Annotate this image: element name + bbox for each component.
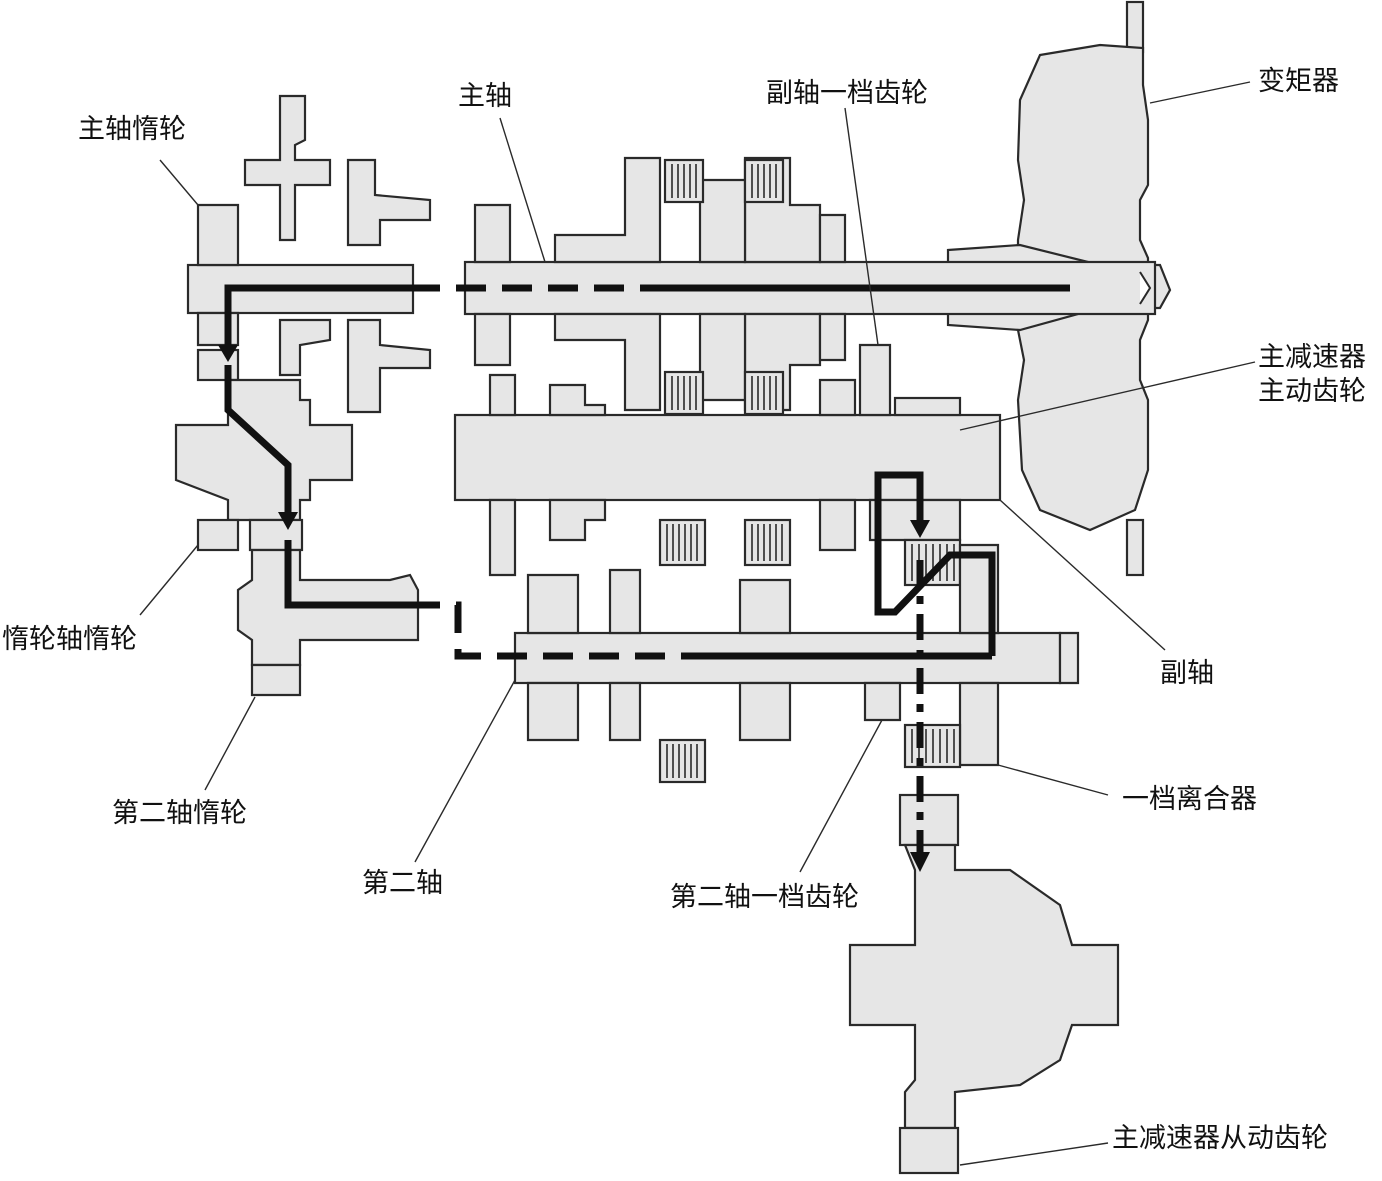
label-torque-converter: 变矩器 bbox=[1258, 66, 1339, 97]
flow-idler bbox=[224, 365, 292, 515]
labels: 主轴惰轮 主轴 副轴一档齿轮 变矩器 主减速器 主动齿轮 副轴 惰轮轴惰轮 第二… bbox=[2, 66, 1366, 1154]
idler-shaft-assembly bbox=[174, 348, 354, 552]
second-shaft-left-section bbox=[236, 548, 420, 697]
flow-arrow-2 bbox=[278, 512, 298, 530]
power-flow-path bbox=[218, 284, 1070, 872]
leader-lines bbox=[139, 81, 1256, 1166]
flow-arrow-3 bbox=[910, 520, 930, 538]
mainshaft-clutch-packs bbox=[663, 158, 785, 416]
second-shaft-clutch-packs bbox=[658, 723, 962, 784]
label-final-driven-gear: 主减速器从动齿轮 bbox=[1112, 1123, 1328, 1154]
label-final-drive-gear-line2: 主动齿轮 bbox=[1258, 376, 1366, 407]
flow-arrow-1 bbox=[218, 345, 238, 362]
label-second-shaft: 第二轴 bbox=[362, 868, 443, 899]
countershaft bbox=[453, 343, 1002, 577]
final-driven-gear-differential bbox=[848, 793, 1120, 1175]
label-second-shaft-first-gear: 第二轴一档齿轮 bbox=[670, 882, 859, 913]
label-final-drive-gear-line1: 主减速器 bbox=[1258, 342, 1366, 373]
label-mainshaft: 主轴 bbox=[458, 81, 512, 112]
flow-arrow-4 bbox=[910, 852, 930, 872]
label-countershaft-first-gear: 副轴一档齿轮 bbox=[766, 78, 928, 109]
label-mainshaft-idler: 主轴惰轮 bbox=[78, 114, 186, 145]
label-idler-shaft-idler: 惰轮轴惰轮 bbox=[2, 624, 137, 655]
flow-second-shaft-left bbox=[284, 540, 410, 609]
flow-second-shaft-dashed bbox=[410, 601, 700, 660]
flow-first-clutch-loop bbox=[874, 471, 996, 656]
label-countershaft: 副轴 bbox=[1160, 658, 1214, 689]
label-first-clutch: 一档离合器 bbox=[1122, 784, 1257, 815]
flow-mainshaft-left bbox=[224, 284, 410, 350]
label-second-shaft-idler: 第二轴惰轮 bbox=[112, 798, 247, 829]
